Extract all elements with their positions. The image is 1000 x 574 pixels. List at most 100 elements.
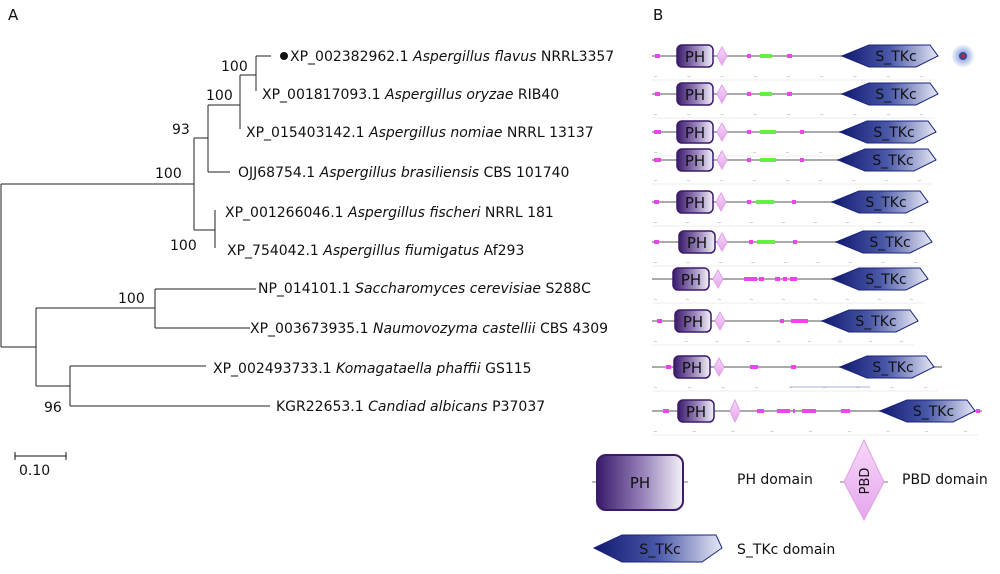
track-axis-tick: [820, 114, 824, 115]
taxon-strain: GS115: [481, 361, 532, 377]
ph-domain: [677, 399, 715, 423]
track-axis-tick: [886, 114, 890, 115]
low-complexity-region: [663, 409, 669, 413]
track-axis-tick: [654, 387, 657, 388]
pbd-domain: [712, 268, 724, 290]
low-complexity-region: [747, 54, 751, 58]
taxon-species: Naumovozyma castellii: [373, 321, 536, 337]
stkc-domain-label: S_TKc: [873, 125, 914, 141]
low-complexity-region: [655, 54, 660, 58]
track-axis-tick: [878, 299, 881, 300]
track-axis-tick: [654, 76, 657, 77]
taxon-species: Aspergillus oryzae: [384, 87, 513, 103]
stkc-domain: [838, 120, 937, 144]
ph-domain: [676, 82, 714, 106]
legend-stkc-shape: [592, 534, 723, 563]
ph-domain-label: PH: [686, 403, 706, 421]
taxon-species: Aspergillus fiumigatus: [322, 243, 479, 259]
low-complexity-region: [780, 319, 784, 323]
taxon-accession: XP_754042.1: [227, 243, 323, 259]
highlight-dot-center: [961, 54, 965, 58]
track-axis-tick: [784, 262, 787, 263]
track-axis-tick: [686, 222, 689, 223]
track-axis-tick: [686, 299, 689, 300]
bootstrap-value: 100: [206, 88, 233, 104]
track-axis-tick: [914, 262, 917, 263]
taxon-species: Saccharomyces cerevisiae: [355, 281, 541, 297]
taxon-label: XP_754042.1 Aspergillus fiumigatus Af293: [227, 243, 524, 259]
track-axis-tick: [920, 114, 923, 115]
track-axis-tick: [654, 222, 657, 223]
ph-domain-label: PH: [685, 194, 705, 212]
pbd-domain: [716, 121, 728, 143]
coiled-coil-region: [760, 54, 772, 58]
taxon-accession: KGR22653.1: [276, 399, 368, 415]
low-complexity-region: [655, 92, 660, 96]
low-complexity-region: [791, 365, 796, 369]
ph-domain: [674, 309, 712, 333]
track-axis-tick: [753, 76, 757, 77]
legend: PH PH domain PBD PBD domain S_TKc S_TKc …: [592, 438, 988, 563]
legend-pbd-shape: [843, 438, 885, 522]
pbd-domain: [716, 45, 728, 67]
legend-ph: PH PH domain: [592, 454, 813, 511]
track-axis-tick: [925, 431, 929, 432]
track-axis-tick: [782, 299, 785, 300]
track-axis-tick: [789, 387, 792, 388]
taxon-accession: XP_002493733.1: [213, 361, 336, 377]
taxon-strain: NRRL 181: [480, 205, 553, 221]
track-axis-tick: [715, 341, 719, 342]
track-axis-tick: [964, 431, 967, 432]
scale-bar: 0.10: [14, 452, 67, 479]
taxon-label: XP_003673935.1 Naumovozyma castellii CBS…: [250, 321, 608, 337]
low-complexity-region: [747, 158, 751, 162]
track-axis-tick: [731, 431, 735, 432]
legend-ph-text: PH domain: [737, 472, 813, 488]
track-axis-tick: [654, 431, 657, 432]
phylogenetic-tree: XP_002382962.1 Aspergillus flavus NRRL33…: [0, 49, 614, 416]
low-complexity-region: [654, 158, 661, 162]
pbd-domain: [714, 310, 726, 332]
low-complexity-region: [802, 409, 816, 413]
marker-dot-icon: [280, 52, 288, 60]
taxon-strain: NRRL 13137: [502, 125, 593, 141]
track-axis-tick: [816, 262, 820, 263]
low-complexity-region: [747, 92, 751, 96]
low-complexity-region: [783, 277, 787, 281]
track-axis-tick: [755, 387, 759, 388]
ph-domain: [676, 120, 714, 144]
track-axis-tick: [687, 180, 690, 181]
taxon-strain: NRRL3357: [536, 49, 614, 65]
bootstrap-value: 100: [118, 291, 145, 307]
track-axis-tick: [809, 431, 812, 432]
low-complexity-region: [750, 365, 758, 369]
coiled-coil-region: [756, 200, 774, 204]
track-axis-tick: [838, 341, 842, 342]
track-axis-tick: [820, 76, 824, 77]
taxon-accession: XP_002382962.1: [290, 49, 413, 65]
stkc-domain-label: S_TKc: [855, 314, 896, 330]
track-axis-tick: [786, 180, 789, 181]
taxon-accession: NP_014101.1: [258, 281, 355, 297]
track-axis-tick: [786, 152, 789, 153]
taxon-accession: XP_015403142.1: [246, 125, 369, 141]
track-axis-tick: [852, 180, 855, 181]
legend-pbd-shape-label: PBD: [858, 468, 873, 495]
taxon-strain: CBS 101740: [479, 165, 569, 181]
bootstrap-value: 100: [170, 238, 197, 254]
ph-domain: [676, 44, 714, 68]
ph-domain-label: PH: [685, 48, 705, 66]
stkc-domain: [834, 230, 933, 254]
low-complexity-region: [777, 409, 790, 413]
track-axis-tick: [846, 222, 849, 223]
taxon-strain: CBS 4309: [536, 321, 609, 337]
track-axis-tick: [687, 114, 691, 115]
stkc-domain: [878, 399, 976, 423]
legend-stkc-shape-label: S_TKc: [639, 542, 680, 558]
legend-ph-shape-label: PH: [630, 474, 650, 492]
track-axis-tick: [814, 222, 817, 223]
